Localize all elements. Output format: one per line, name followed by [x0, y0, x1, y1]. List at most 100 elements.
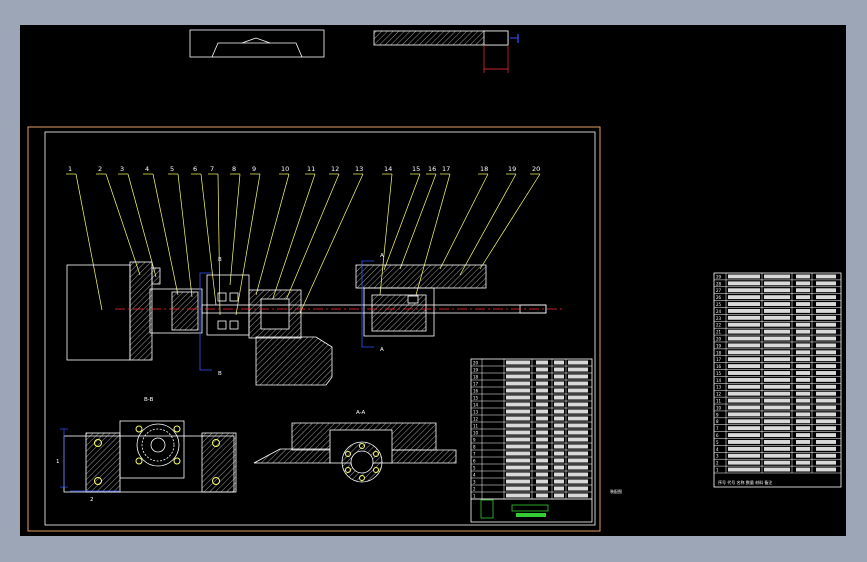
bom-main-index: 11 — [473, 424, 479, 429]
balloon-leader-15 — [383, 173, 421, 271]
bom-main-cell-text — [506, 430, 530, 435]
bom-side-cell-text — [796, 467, 810, 472]
bom-side-cell-text — [796, 315, 810, 320]
bom-main-cell-text — [536, 409, 548, 414]
bom-main-index: 19 — [473, 368, 479, 373]
bom-main-cell-text — [506, 451, 530, 456]
bom-side-index: 28 — [716, 281, 722, 286]
bom-side-cell-text — [764, 440, 790, 444]
bom-side-index: 5 — [716, 440, 719, 445]
inner-frame — [44, 131, 596, 526]
balloon-leader-1 — [75, 173, 103, 311]
bom-side-cell-text — [764, 371, 790, 375]
bom-side-cell-text — [728, 433, 760, 438]
bom-side-cell-text — [728, 336, 760, 341]
bom-side-cell-text — [796, 288, 810, 293]
cut-label-b-bottom: B — [218, 371, 222, 377]
balloon-label-6: 6 — [193, 165, 197, 173]
bom-side-cell-text — [728, 343, 760, 348]
balloon-label-15: 15 — [412, 165, 420, 173]
outer-frame — [27, 126, 601, 532]
balloon-leader-10 — [255, 173, 290, 296]
balloon-label-2: 2 — [98, 165, 102, 173]
bom-side-footer: 序号 代号 名称 数量 材料 备注 — [718, 479, 772, 485]
bom-side-cell-text — [796, 433, 810, 438]
bom-side-cell-text — [796, 384, 810, 389]
balloon-label-3: 3 — [120, 165, 124, 173]
bom-side-cell-text — [728, 377, 760, 382]
section-cut-markers — [199, 260, 374, 371]
bom-side-cell-text — [764, 419, 790, 424]
bom-side-cell-text — [728, 440, 760, 444]
bom-main-cell-text — [536, 388, 548, 393]
bom-side-cell-text — [796, 350, 810, 355]
balloon-leader-16 — [399, 173, 437, 270]
balloon-leader-20 — [479, 173, 541, 270]
bom-main-cell-text — [536, 493, 548, 498]
bom-main-cell-text — [554, 367, 564, 372]
balloon-label-9: 9 — [252, 165, 256, 173]
bom-side-cell-text — [764, 446, 790, 451]
bom-main-index: 12 — [473, 417, 479, 422]
bom-main-cell-text — [536, 381, 548, 386]
bom-side-cell-text — [816, 281, 836, 286]
section-bb-dimensions — [60, 428, 120, 492]
bom-side-cell-text — [764, 343, 790, 348]
balloon-leader-12 — [283, 173, 340, 306]
bom-main-index: 14 — [473, 403, 479, 408]
bom-side-cell-text — [764, 336, 790, 341]
bom-main-index: 15 — [473, 396, 479, 401]
bom-side-cell-text — [796, 391, 810, 396]
bom-side-cell-text — [816, 329, 836, 334]
bom-main-cell-text — [554, 465, 564, 470]
section-aa-bore — [350, 450, 374, 474]
bom-main-index: 18 — [473, 375, 479, 380]
bom-side-cell-text — [728, 274, 760, 279]
bom-side-cell-text — [728, 295, 760, 300]
bom-main-cell-text — [554, 479, 564, 484]
bom-side-cell-text — [764, 377, 790, 382]
bom-main-cell-text — [536, 479, 548, 484]
bom-side-cell-text — [796, 377, 810, 382]
bom-main-cell-text — [536, 451, 548, 456]
bom-side-cell-text — [796, 322, 810, 327]
top-detail-guide — [189, 29, 325, 58]
bom-side-cell-text — [728, 405, 760, 410]
balloon-label-12: 12 — [331, 165, 339, 173]
bom-main-cell-text — [506, 465, 530, 470]
bom-main-index: 7 — [473, 452, 476, 457]
bom-main-cell-text — [506, 458, 530, 463]
balloon-leader-3 — [127, 173, 157, 278]
bom-main-index: 1 — [473, 494, 476, 499]
cut-label-a-top: A — [380, 253, 384, 259]
bom-side-index: 13 — [716, 385, 722, 390]
balloon-label-20: 20 — [532, 165, 540, 173]
bom-main-cell-text — [506, 381, 530, 386]
bom-main-cell-text — [568, 402, 588, 407]
bom-main-cell-text — [568, 381, 588, 386]
bom-side-cell-text — [728, 398, 760, 403]
cut-label-b-top: B — [218, 257, 222, 263]
top-detail-plate — [373, 30, 519, 73]
bom-main-index: 4 — [473, 473, 476, 478]
bom-side-cell-text — [728, 288, 760, 293]
bom-side-cell-text — [816, 405, 836, 410]
bom-main-cell-text — [506, 493, 530, 498]
bom-side-index: 18 — [716, 350, 722, 355]
bom-side-cell-text — [764, 322, 790, 327]
bom-main-index: 5 — [473, 466, 476, 471]
bom-side-table: 2928272625242322212019181716151413121110… — [713, 272, 842, 488]
bom-side-index: 20 — [716, 336, 722, 341]
bom-side-cell-text — [728, 460, 760, 465]
bom-side-cell-text — [816, 315, 836, 320]
bom-main-cell-text — [554, 486, 564, 491]
bom-main-cell-text — [568, 451, 588, 456]
bom-side-cell-text — [796, 357, 810, 362]
balloon-leader-7 — [217, 173, 221, 316]
bom-main-cell-text — [506, 402, 530, 407]
balloon-label-19: 19 — [508, 165, 516, 173]
bom-main-cell-text — [536, 416, 548, 421]
bom-side-cell-text — [728, 322, 760, 327]
bom-side-cell-text — [816, 350, 836, 355]
